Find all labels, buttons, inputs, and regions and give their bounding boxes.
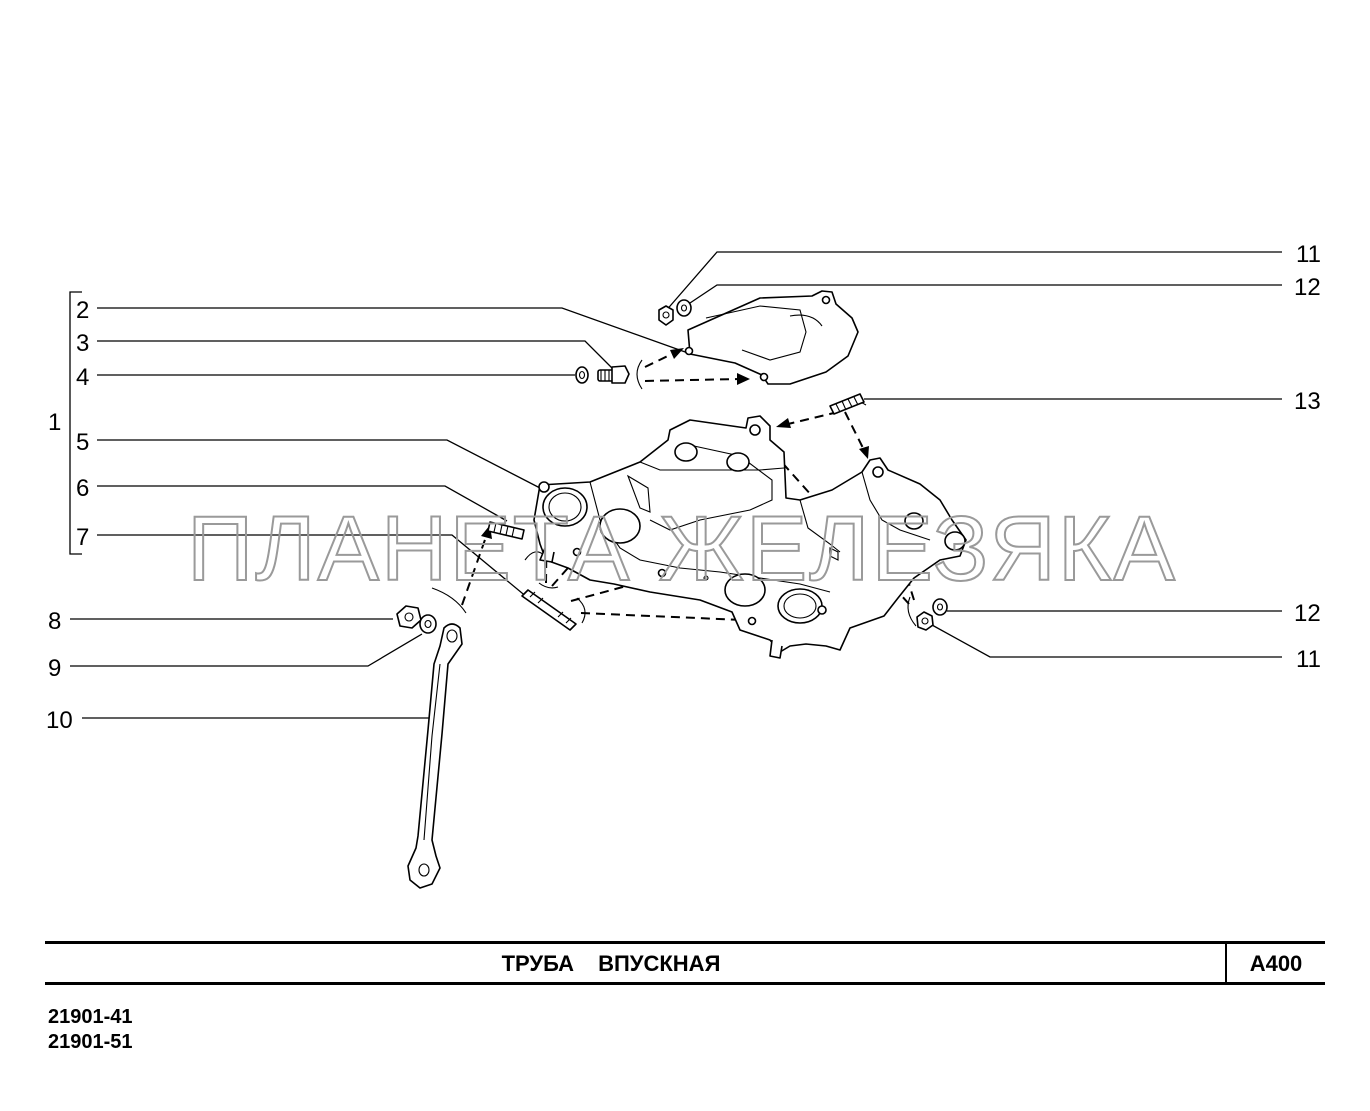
callout-5: 5 [76, 429, 89, 456]
washer-12-top [676, 299, 692, 317]
callout-9: 9 [48, 655, 61, 682]
callout-labels: 1 2 3 4 5 6 7 8 9 10 11 12 13 12 11 [46, 241, 1321, 734]
callout-7: 7 [76, 524, 89, 551]
model-code-1: 21901-41 [48, 1006, 133, 1028]
callout-10: 10 [46, 707, 73, 734]
callout-1: 1 [48, 409, 61, 436]
callout-4: 4 [76, 364, 89, 391]
intake-manifold [533, 415, 967, 659]
washer-9 [419, 614, 437, 634]
stud-13 [829, 393, 865, 415]
callout-11-top: 11 [1296, 241, 1321, 268]
nut-11-top [658, 305, 674, 326]
callout-6: 6 [76, 475, 89, 502]
bolt-3 [597, 365, 630, 384]
heat-shield [684, 290, 859, 385]
model-code-2: 21901-51 [48, 1031, 133, 1053]
group-bracket [69, 291, 82, 555]
callout-2: 2 [76, 297, 89, 324]
callout-12-top: 12 [1294, 274, 1321, 301]
washer-4 [575, 366, 589, 384]
callout-11-bottom: 11 [1296, 646, 1321, 673]
nut-8 [396, 605, 422, 629]
support-bracket-10 [407, 623, 463, 889]
watermark: ПЛАНЕТА ЖЕЛЕЗЯКА [187, 498, 1177, 600]
callout-13: 13 [1294, 388, 1321, 415]
nut-11-bottom [916, 611, 934, 631]
catalog-code: А400 [1249, 951, 1303, 976]
title-divider [1225, 944, 1227, 982]
title-block: ТРУБА ВПУСКНАЯ А400 [45, 941, 1325, 985]
callout-3: 3 [76, 330, 89, 357]
diagram-title: ТРУБА ВПУСКНАЯ [501, 951, 721, 976]
stud-7 [521, 589, 577, 631]
washer-12-bottom [932, 598, 948, 616]
callout-8: 8 [48, 608, 61, 635]
leader-lines [70, 251, 1282, 719]
callout-12-bottom: 12 [1294, 600, 1321, 627]
stud-6 [487, 521, 525, 540]
